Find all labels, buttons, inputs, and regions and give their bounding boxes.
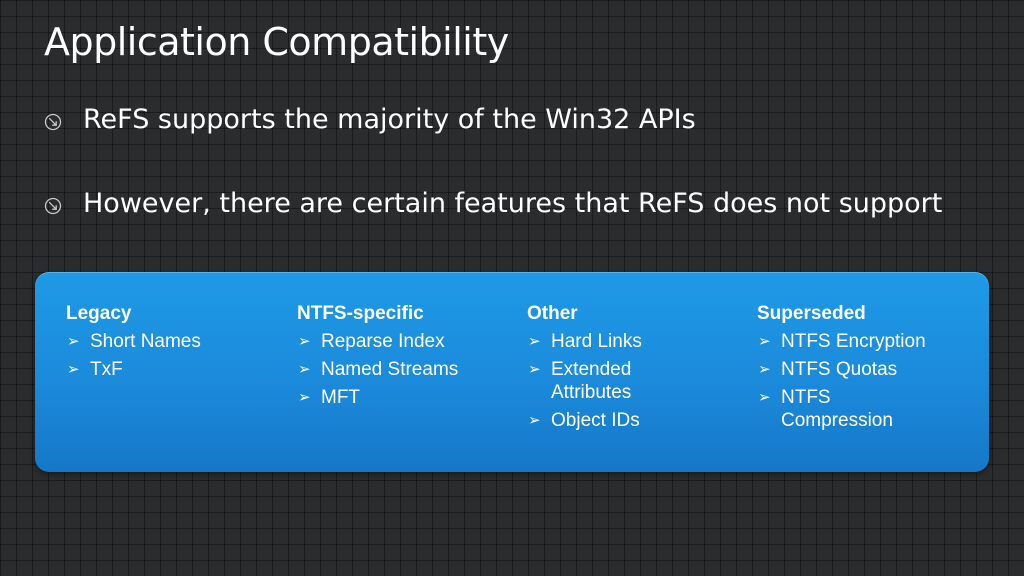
column-legacy: Legacy ➢ Short Names ➢ TxF [66,302,281,386]
arrow-bullet-icon: ➢ [758,389,771,406]
arrow-bullet-icon: ➢ [298,389,311,406]
column-list: ➢ Short Names ➢ TxF [66,330,281,381]
bullet-item: However, there are certain features that… [44,186,944,222]
list-item: ➢ Named Streams [297,358,512,381]
list-item-text: TxF [90,359,123,380]
column-list: ➢ Reparse Index ➢ Named Streams ➢ MFT [297,330,512,409]
list-item-text: NTFS Encryption [781,331,926,352]
list-item-text: MFT [321,387,361,408]
list-item: ➢ NTFS Encryption [757,330,972,353]
bullet-list: ReFS supports the majority of the Win32 … [44,102,944,222]
arrow-bullet-icon: ➢ [758,333,771,350]
list-item: ➢ Hard Links [527,330,742,353]
arrow-bullet-icon: ➢ [758,361,771,378]
list-item-text: Extended Attributes [551,359,632,403]
list-item-text: Short Names [90,331,201,352]
bullet-text: However, there are certain features that… [83,188,943,219]
arrow-bullet-icon: ➢ [67,361,80,378]
unsupported-features-panel: Legacy ➢ Short Names ➢ TxF NTFS-specific… [35,272,989,472]
arrow-bullet-icon: ➢ [528,361,541,378]
list-item: ➢ MFT [297,386,512,409]
list-item: ➢ Extended Attributes [527,358,671,404]
arrow-bullet-icon: ➢ [528,333,541,350]
list-item: ➢ NTFS Compression [757,386,931,432]
arrow-bullet-icon: ➢ [298,333,311,350]
bullet-item: ReFS supports the majority of the Win32 … [44,102,944,138]
list-item: ➢ NTFS Quotas [757,358,972,381]
column-heading: NTFS-specific [297,303,424,324]
arrow-bullet-icon: ➢ [528,412,541,429]
list-item: ➢ Object IDs [527,409,742,432]
arrow-bullet-icon: ➢ [298,361,311,378]
circle-arrow-icon [44,113,62,131]
column-heading: Other [527,303,578,324]
column-heading: Legacy [66,303,132,324]
circle-arrow-icon [44,197,62,215]
column-other: Other ➢ Hard Links ➢ Extended Attributes… [527,302,742,437]
list-item-text: NTFS Compression [781,387,893,431]
list-item: ➢ Reparse Index [297,330,512,353]
column-ntfs-specific: NTFS-specific ➢ Reparse Index ➢ Named St… [297,302,512,414]
list-item-text: Hard Links [551,331,642,352]
column-superseded: Superseded ➢ NTFS Encryption ➢ NTFS Quot… [757,302,972,437]
slide-title: Application Compatibility [44,20,509,64]
list-item-text: Object IDs [551,410,640,431]
bullet-text: ReFS supports the majority of the Win32 … [83,104,696,135]
column-list: ➢ Hard Links ➢ Extended Attributes ➢ Obj… [527,330,742,432]
arrow-bullet-icon: ➢ [67,333,80,350]
column-heading: Superseded [757,303,866,324]
list-item: ➢ Short Names [66,330,281,353]
list-item-text: NTFS Quotas [781,359,898,380]
column-list: ➢ NTFS Encryption ➢ NTFS Quotas ➢ NTFS C… [757,330,972,432]
list-item-text: Reparse Index [321,331,445,352]
list-item-text: Named Streams [321,359,459,380]
list-item: ➢ TxF [66,358,281,381]
